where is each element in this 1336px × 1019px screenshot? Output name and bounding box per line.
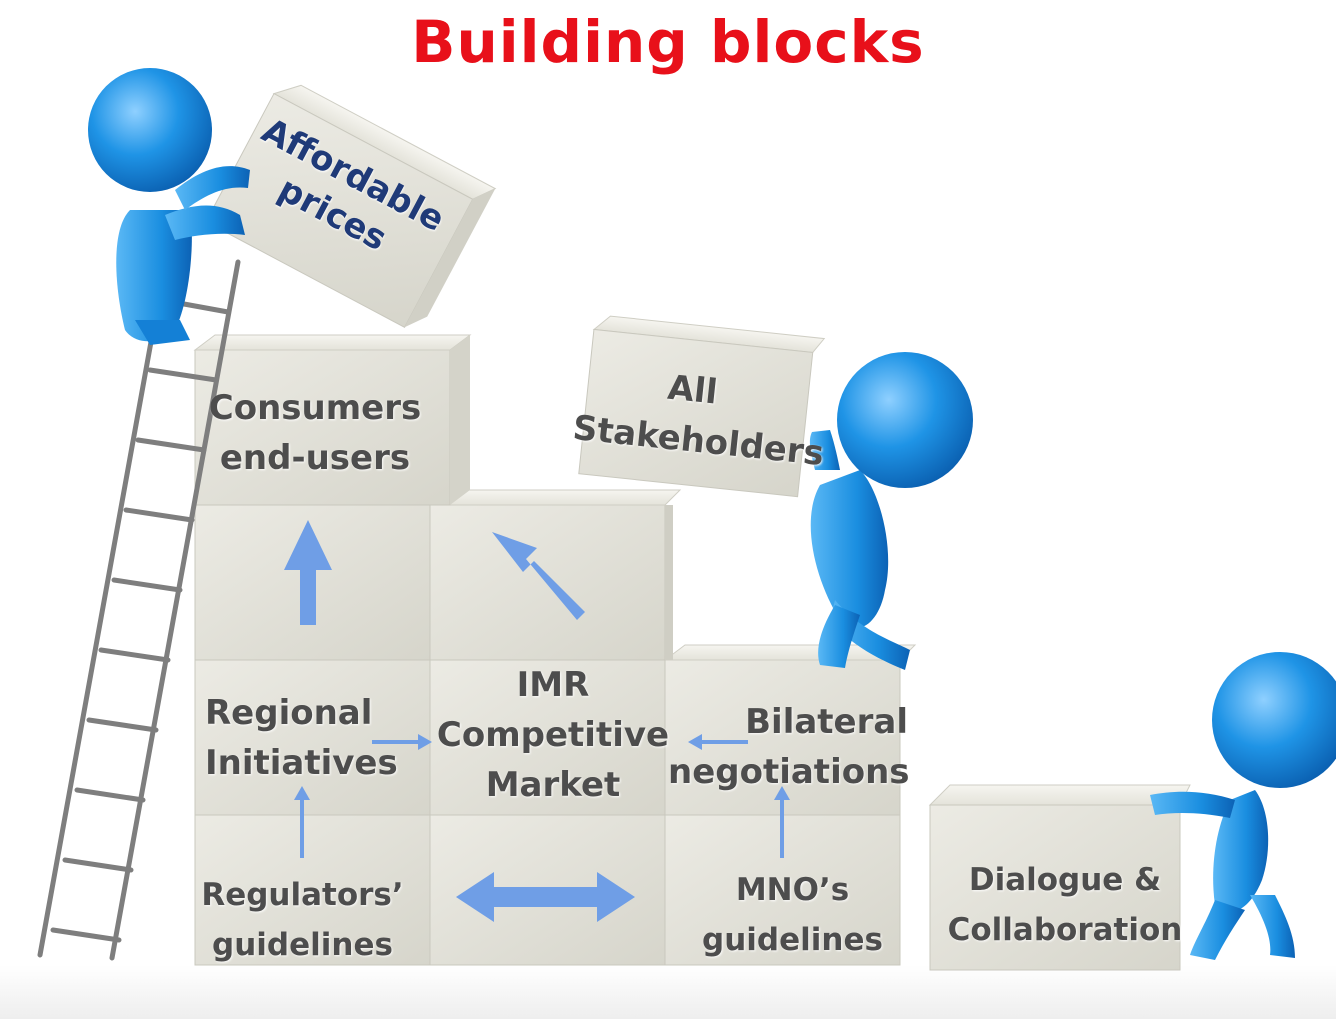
block-top xyxy=(428,489,682,506)
block-side xyxy=(450,335,470,505)
block-wall xyxy=(193,334,917,966)
block xyxy=(194,814,431,966)
bilateral-negotiations-label: Bilateral negotiations xyxy=(668,697,910,797)
imr-line1: IMR xyxy=(516,665,590,705)
regional-line2: Initiatives xyxy=(205,743,398,783)
bilateral-line1: Bilateral xyxy=(745,702,908,742)
mno-line2: guidelines xyxy=(702,922,883,958)
regulators-line1: Regulators’ xyxy=(201,877,404,913)
regional-line1: Regional xyxy=(205,693,373,733)
consumers-label: Consumers end-users xyxy=(195,383,435,483)
mno-guidelines-label: MNO’s guidelines xyxy=(685,865,900,965)
arrow-icons xyxy=(284,520,790,922)
affordable-block-shape xyxy=(205,84,497,328)
imr-line2: Competitive xyxy=(436,715,670,755)
bilateral-line2: negotiations xyxy=(668,752,910,792)
figure-icon-ladder xyxy=(88,68,250,345)
dialogue-collaboration-label: Dialogue & Collaboration xyxy=(940,855,1190,955)
dialogue-line2: Collaboration xyxy=(947,912,1183,948)
ladder-icon xyxy=(37,245,241,961)
block-top xyxy=(193,334,472,351)
arrow-icon-up-large xyxy=(284,520,332,625)
arrow-icon-diagonal xyxy=(492,532,585,620)
regulators-line2: guidelines xyxy=(212,927,393,963)
block-side xyxy=(665,505,673,660)
stakeholders-block-shape xyxy=(578,315,826,498)
regulators-guidelines-label: Regulators’ guidelines xyxy=(195,870,410,970)
block xyxy=(429,659,666,816)
regional-initiatives-label: Regional Initiatives xyxy=(205,688,405,788)
consumers-line1: Consumers xyxy=(208,388,422,428)
consumers-line2: end-users xyxy=(219,438,411,478)
figure-icon-middle xyxy=(809,352,973,670)
floor xyxy=(0,965,1336,1019)
imr-line3: Market xyxy=(485,765,621,805)
page-title: Building blocks xyxy=(411,8,925,76)
imr-market-label: IMR Competitive Market xyxy=(433,660,673,810)
figure-icon-right xyxy=(1150,652,1336,960)
arrow-icon-double xyxy=(456,872,635,922)
dialogue-block-shape xyxy=(928,784,1191,971)
dialogue-line1: Dialogue & xyxy=(968,862,1162,898)
block xyxy=(194,659,431,816)
mno-line1: MNO’s xyxy=(735,872,850,908)
